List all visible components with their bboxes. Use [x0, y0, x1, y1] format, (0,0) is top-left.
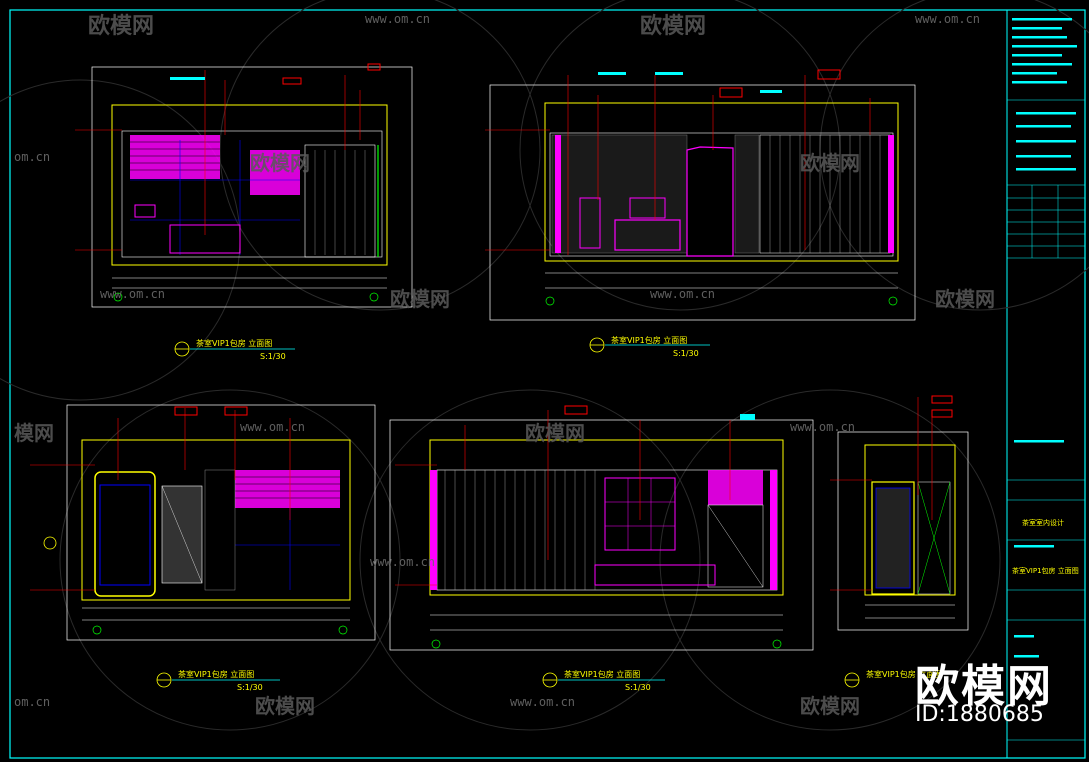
view-title-4: 茶室VIP1包房 立面图 [564, 670, 641, 679]
view-scale-1: S:1/30 [260, 352, 286, 361]
elevation-view-4 [389, 405, 814, 651]
sheet-border [9, 9, 1086, 759]
view-scale-2: S:1/30 [673, 349, 699, 358]
brand-logo: 欧模网 [915, 661, 1053, 712]
titleblock-designer: 茶室室内设计 [1022, 519, 1064, 527]
titleblock-drawing-name: 茶室VIP1包房 立面图 [1012, 567, 1079, 575]
elevation-view-2 [485, 69, 916, 321]
title-block [1007, 18, 1085, 741]
view-title-5: 茶室VIP1包房 立面图 [866, 670, 943, 679]
view-markers [156, 337, 860, 688]
view-scale-4: S:1/30 [625, 683, 651, 692]
elevation-view-5 [830, 395, 969, 631]
elevation-view-1 [75, 63, 413, 308]
view-scale-3: S:1/30 [237, 683, 263, 692]
view-title-3: 茶室VIP1包房 立面图 [178, 670, 255, 679]
brand-id: ID:1880685 [915, 702, 1044, 727]
view-title-2: 茶室VIP1包房 立面图 [611, 336, 688, 345]
view-title-1: 茶室VIP1包房 立面图 [196, 339, 273, 348]
elevation-view-3 [30, 404, 376, 641]
